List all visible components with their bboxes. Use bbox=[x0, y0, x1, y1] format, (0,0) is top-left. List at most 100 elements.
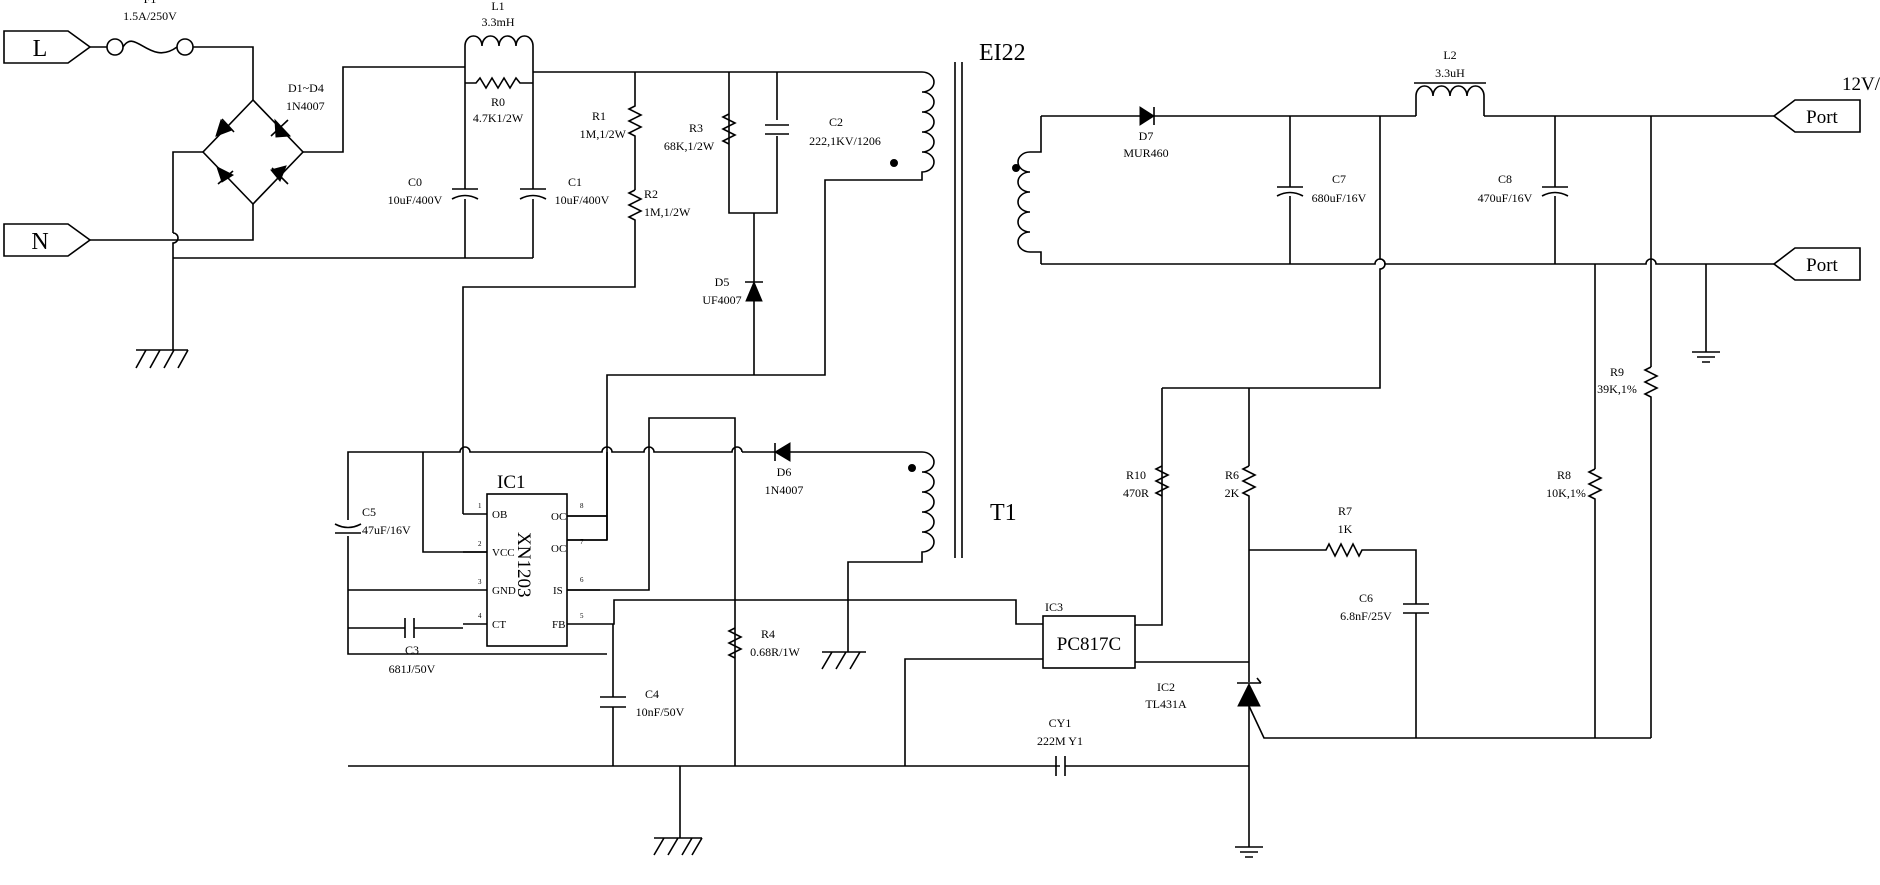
d6-value: 1N4007 bbox=[765, 483, 804, 497]
ic1-pin2-no: 2 bbox=[478, 540, 482, 548]
resistor-r10: R10 470R bbox=[1123, 465, 1170, 500]
c8-ref: C8 bbox=[1498, 172, 1512, 186]
c4-value: 10nF/50V bbox=[636, 705, 685, 719]
fb-wire bbox=[613, 599, 1043, 625]
ic3-part: PC817C bbox=[1057, 634, 1121, 655]
opto-feed bbox=[1162, 116, 1386, 389]
resistor-r6: R6 2K bbox=[1225, 465, 1257, 682]
capacitor-c4: C4 10nF/50V bbox=[600, 687, 685, 766]
r6-value: 2K bbox=[1225, 486, 1240, 500]
r3-value: 68K,1/2W bbox=[664, 139, 715, 153]
capacitor-c2: C2 222,1KV/1206 bbox=[765, 115, 881, 148]
ic1-pin6-name: IS bbox=[553, 585, 563, 597]
diode-d7: D7 MUR460 bbox=[1123, 106, 1416, 160]
capacitor-c8: C8 470uF/16V bbox=[1478, 116, 1569, 264]
ic1-pin8-no: 8 bbox=[580, 502, 584, 510]
port-live-label: L bbox=[33, 36, 48, 62]
d7-value: MUR460 bbox=[1123, 146, 1168, 160]
diode-d6: D6 1N4007 bbox=[742, 442, 804, 497]
output-voltage-label: 12V/ bbox=[1842, 74, 1880, 95]
r1-ref: R1 bbox=[592, 109, 606, 123]
bridge-ref: D1~D4 bbox=[288, 81, 324, 95]
earth-ground-left bbox=[135, 349, 189, 369]
core-label: EI22 bbox=[979, 40, 1026, 66]
l1-value: 3.3mH bbox=[482, 15, 515, 29]
r4-value: 0.68R/1W bbox=[750, 645, 800, 659]
ic3-ref: IC3 bbox=[1045, 600, 1063, 614]
capacitor-c7: C7 680uF/16V bbox=[1276, 116, 1367, 264]
c1-value: 10uF/400V bbox=[555, 193, 610, 207]
resistor-r2: R2 1M,1/2W bbox=[462, 187, 691, 447]
ic1-pin5-name: FB bbox=[552, 619, 565, 631]
port-out-negative: Port bbox=[1772, 247, 1861, 281]
c3-ref: C3 bbox=[405, 643, 419, 657]
resistor-r3: R3 68K,1/2W bbox=[664, 113, 737, 153]
c2-value: 222,1KV/1206 bbox=[809, 134, 881, 148]
ic1-pin3-no: 3 bbox=[478, 578, 482, 586]
ic1-pin7-name: OC bbox=[551, 543, 566, 555]
r0-ref: R0 bbox=[491, 95, 505, 109]
earth-ground-aux bbox=[821, 651, 866, 670]
resistor-r1: R1 1M,1/2W bbox=[580, 72, 643, 190]
bridge-value: 1N4007 bbox=[286, 99, 325, 113]
aux-dot bbox=[908, 464, 916, 472]
r4-ref: R4 bbox=[761, 627, 775, 641]
r7-ref: R7 bbox=[1338, 504, 1352, 518]
c5-ref: C5 bbox=[362, 505, 376, 519]
d5-value: UF4007 bbox=[702, 293, 741, 307]
ic3-optocoupler: PC817C IC3 bbox=[904, 498, 1249, 766]
bridge-rectifier: D1~D4 1N4007 bbox=[90, 66, 465, 241]
resistor-r9: R9 39K,1% bbox=[1597, 365, 1659, 738]
capacitor-c5: C5 47uF/16V bbox=[334, 505, 411, 537]
c0-value: 10uF/400V bbox=[388, 193, 443, 207]
f1-ref: F1 bbox=[144, 0, 157, 6]
f1-value: 1.5A/250V bbox=[123, 9, 177, 23]
r7-value: 1K bbox=[1338, 522, 1353, 536]
primary-dot bbox=[890, 159, 898, 167]
oc-pins-wire bbox=[567, 452, 608, 541]
port-neutral: N bbox=[3, 223, 92, 257]
port-out-positive: Port bbox=[1772, 99, 1861, 133]
resistor-r0: R0 4.7K1/2W bbox=[465, 76, 533, 125]
r6-ref: R6 bbox=[1225, 468, 1239, 482]
r2-value: 1M,1/2W bbox=[644, 205, 691, 219]
ic1-pin1-name: OB bbox=[492, 509, 507, 521]
ic1-pin6-no: 6 bbox=[580, 576, 584, 584]
r3-ref: R3 bbox=[689, 121, 703, 135]
c6-value: 6.8nF/25V bbox=[1340, 609, 1392, 623]
port-out-positive-label: Port bbox=[1806, 107, 1838, 128]
ic2-tl431: IC2 TL431A bbox=[1145, 677, 1651, 847]
ic1-pin7-no: 7 bbox=[580, 538, 584, 546]
l2-value: 3.3uH bbox=[1435, 66, 1465, 80]
resistor-r8: R8 10K,1% bbox=[1546, 468, 1603, 738]
is-sense-node bbox=[648, 417, 736, 766]
c0-ref: C0 bbox=[408, 175, 422, 189]
transformer-ref: T1 bbox=[990, 500, 1017, 526]
inductor-l1: L1 3.3mH bbox=[464, 0, 534, 72]
ic1-pin5-no: 5 bbox=[580, 612, 584, 620]
c7-ref: C7 bbox=[1332, 172, 1346, 186]
ic1-part: XN1203 bbox=[513, 532, 534, 597]
d5-ref: D5 bbox=[715, 275, 730, 289]
capacitor-c6: C6 6.8nF/25V bbox=[1340, 591, 1429, 738]
resistor-r7: R7 1K bbox=[1249, 504, 1417, 604]
ic1-pin4-name: CT bbox=[492, 619, 506, 631]
ic2-ref: IC2 bbox=[1157, 680, 1175, 694]
c2-ref: C2 bbox=[829, 115, 843, 129]
r2-ref: R2 bbox=[644, 187, 658, 201]
capacitor-cy1: CY1 222M Y1 bbox=[1037, 716, 1249, 776]
d7-ref: D7 bbox=[1139, 129, 1154, 143]
c8-value: 470uF/16V bbox=[1478, 191, 1533, 205]
ic1-pin1-no: 1 bbox=[478, 502, 482, 510]
neutral-jumper bbox=[172, 232, 179, 350]
ground-feedback bbox=[1235, 846, 1263, 858]
secondary-dot bbox=[1012, 164, 1020, 172]
ic1-pin2-name: VCC bbox=[492, 547, 515, 559]
c7-value: 680uF/16V bbox=[1312, 191, 1367, 205]
r10-ref: R10 bbox=[1126, 468, 1146, 482]
c5-value: 47uF/16V bbox=[362, 523, 411, 537]
vcc-rail bbox=[347, 446, 743, 655]
port-live: L bbox=[3, 30, 92, 64]
fuse-f1: F1 1.5A/250V bbox=[90, 0, 254, 100]
